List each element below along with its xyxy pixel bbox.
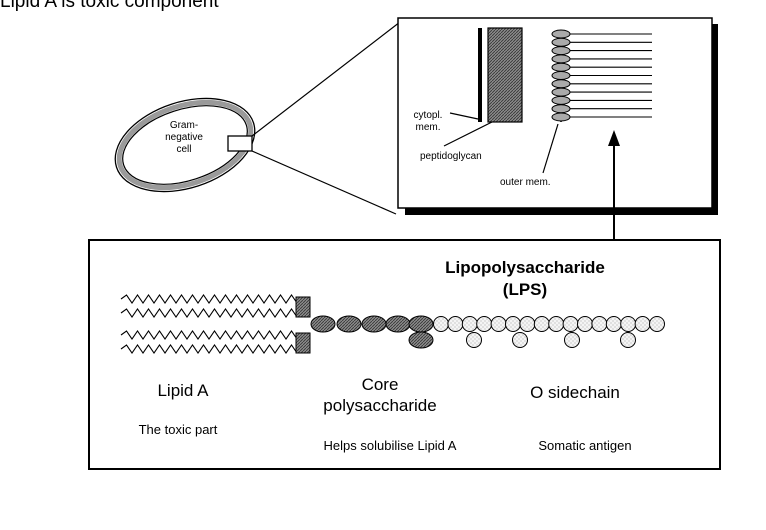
peptidoglycan-layer (487, 27, 523, 123)
o-antigen-sugar (490, 316, 507, 332)
fatty-acid-chain (120, 308, 298, 318)
outer-membrane-lipid (551, 46, 571, 56)
outer-membrane-lipid (551, 112, 571, 122)
core-sugar (385, 315, 411, 333)
core-sugar (361, 315, 387, 333)
outer-membrane-label: outer mem. (500, 177, 551, 188)
lipid-a-head-upper (295, 296, 311, 318)
fatty-acid-chain (120, 344, 298, 354)
cell-label-line3: cell (176, 144, 192, 155)
o-antigen-branch-sugar (512, 332, 528, 348)
outer-membrane-lipid (551, 71, 571, 80)
gram-negative-cell (114, 97, 256, 193)
o-sidechain-title: O sidechain (530, 383, 620, 402)
o-antigen-sugar (605, 316, 622, 332)
o-antigen-sugar (505, 316, 521, 332)
o-antigen-sugar (649, 316, 665, 332)
core-description: Helps solubilise Lipid A (323, 438, 457, 453)
o-antigen-sugar (577, 316, 593, 332)
o-antigen-sugar (519, 316, 536, 332)
cytoplasmic-label-line2: mem. (415, 122, 441, 133)
arrow-head (608, 130, 620, 146)
fatty-acid-chain (120, 330, 298, 340)
outer-membrane-chains (561, 33, 652, 118)
cell-label-line2: negative (165, 132, 203, 143)
cytoplasmic-label-line1: cytopl. (413, 110, 443, 121)
cell-label-line1: Gram- (169, 120, 199, 131)
lipid-a-description: The toxic part (138, 422, 218, 437)
core-sugar (310, 315, 336, 333)
o-antigen-sugar (533, 316, 550, 332)
zoom-region-box (227, 135, 253, 152)
lps-title-line1: Lipopolysaccharide (445, 258, 605, 277)
outer-membrane-lipid (551, 54, 571, 64)
outer-membrane-lipids (551, 29, 571, 122)
outer-membrane-lipid (551, 79, 571, 89)
core-title-line2: polysaccharide (323, 396, 437, 415)
o-antigen-branch-sugar (466, 332, 482, 348)
core-title-line1: Core (361, 375, 399, 394)
lps-title-line2: (LPS) (502, 280, 548, 299)
o-antigen-sugar (461, 316, 478, 332)
core-title: Core polysaccharide (300, 374, 460, 416)
cell-label: Gram- negative cell (156, 120, 212, 156)
core-sugar (408, 315, 434, 333)
core-sugar (336, 315, 362, 333)
outer-membrane-lipid (551, 37, 571, 47)
o-antigen-branch-sugar (620, 332, 636, 348)
cytoplasmic-membrane (478, 28, 482, 122)
page-title: Lipid A is toxic component (0, 0, 219, 12)
o-antigen-sugar (634, 316, 651, 332)
o-antigen-sugar (562, 316, 579, 332)
o-antigen-sugar (433, 316, 449, 332)
o-sidechain-description: Somatic antigen (538, 438, 632, 453)
o-antigen-sugar (476, 316, 493, 332)
o-antigen-sugar (447, 316, 464, 332)
outer-membrane-lipid (551, 29, 571, 39)
outer-membrane-lipid (551, 95, 571, 105)
core-sugar-branch (408, 331, 434, 349)
o-antigen-sugar (620, 316, 637, 332)
zoom-line-top (251, 21, 401, 137)
core-polysaccharide (310, 315, 434, 349)
o-sidechain (433, 316, 665, 348)
o-antigen-branch-sugar (564, 332, 580, 348)
lipid-a-title: Lipid A (157, 381, 209, 400)
peptidoglycan-label: peptidoglycan (420, 151, 482, 162)
outer-membrane-lipid (551, 87, 571, 97)
o-antigen-sugar (591, 316, 608, 332)
membrane-inset (397, 17, 718, 215)
lipid-a-head-lower (295, 332, 311, 354)
fatty-acid-chain (120, 294, 298, 304)
outer-membrane-lipid (551, 62, 571, 72)
lps-box (88, 239, 721, 470)
o-antigen-sugar (548, 316, 565, 332)
lps-title: Lipopolysaccharide (LPS) (400, 257, 650, 301)
outer-membrane-lipid (551, 104, 571, 114)
cytoplasmic-membrane-label: cytopl. mem. (406, 110, 450, 134)
lipid-a-chains (120, 294, 298, 354)
zoom-line-bottom (251, 150, 397, 215)
